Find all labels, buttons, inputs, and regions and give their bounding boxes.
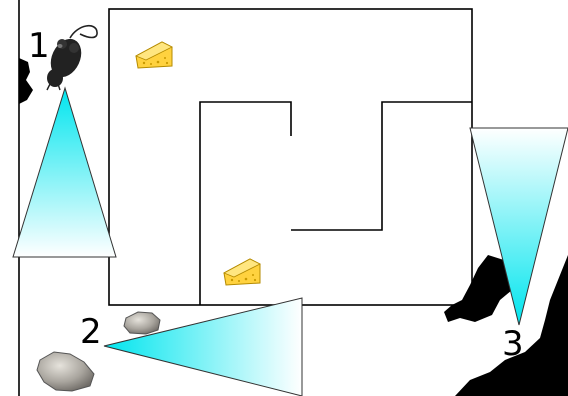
camera-cone-2 — [103, 297, 303, 396]
mouse-icon — [46, 25, 98, 91]
rock-icon — [123, 311, 161, 335]
maze-wall-center-step — [291, 101, 472, 231]
camera-label-1: 1 — [28, 26, 50, 66]
camera-label-2: 2 — [80, 312, 102, 352]
camera-cone-3 — [469, 127, 568, 326]
cheese-icon — [135, 41, 173, 69]
terrain-blob-right-lower — [455, 255, 568, 396]
maze-wall-left-bracket — [199, 101, 292, 305]
camera-cone-1 — [12, 86, 117, 258]
terrain-blob-left — [19, 58, 33, 104]
cheese-icon — [223, 258, 261, 286]
camera-label-3: 3 — [502, 324, 524, 364]
rock-icon — [36, 351, 95, 392]
